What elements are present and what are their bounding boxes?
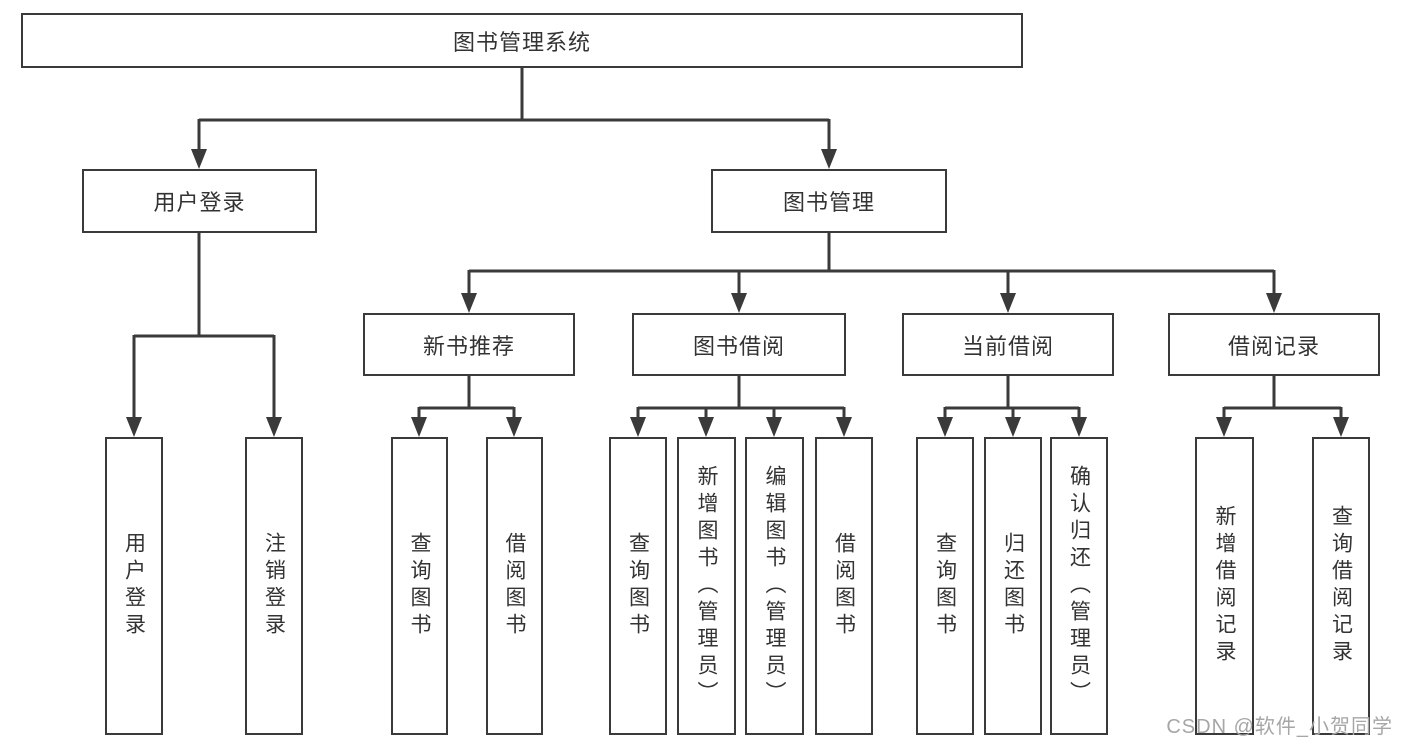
leaf-borrow-books-recommend: 借阅图书	[486, 437, 543, 735]
node-book-management-label: 图书管理	[782, 190, 875, 215]
leaf-edit-book-admin: 编辑图书（管理员）	[745, 437, 804, 735]
leaf-logout-label: 注销登录	[262, 532, 286, 640]
node-borrowing-records: 借阅记录	[1168, 313, 1380, 376]
node-library-system-label: 图书管理系统	[452, 29, 591, 55]
node-new-book-recommendation: 新书推荐	[363, 313, 575, 376]
arrowheads	[126, 149, 1349, 437]
node-library-system: 图书管理系统	[21, 13, 1023, 68]
leaf-query-borrow-record-label: 查询借阅记录	[1329, 505, 1353, 667]
leaf-query-books-current-label: 查询图书	[933, 532, 957, 640]
leaf-query-books-borrowing: 查询图书	[609, 437, 667, 735]
leaf-return-books: 归还图书	[984, 437, 1042, 735]
leaf-edit-book-admin-label: 编辑图书（管理员）	[763, 464, 786, 708]
leaf-return-books-label: 归还图书	[1001, 532, 1025, 640]
leaf-query-books-recommend: 查询图书	[391, 437, 448, 735]
leaf-add-book-admin-label: 新增图书（管理员）	[695, 464, 718, 708]
leaf-user-login: 用户登录	[105, 437, 163, 735]
node-book-management: 图书管理	[711, 169, 947, 233]
leaf-query-books-borrowing-label: 查询图书	[626, 532, 650, 640]
leaf-logout: 注销登录	[245, 437, 303, 735]
leaf-borrow-books-recommend-label: 借阅图书	[503, 532, 526, 640]
leaf-borrow-books-borrowing: 借阅图书	[815, 437, 873, 735]
leaf-add-borrow-record-label: 新增借阅记录	[1213, 505, 1236, 667]
leaf-borrow-books-borrowing-label: 借阅图书	[832, 532, 856, 640]
leaf-add-borrow-record: 新增借阅记录	[1195, 437, 1254, 735]
node-book-borrowing-label: 图书借阅	[692, 333, 785, 359]
leaf-confirm-return-admin: 确认归还（管理员）	[1050, 437, 1108, 735]
watermark: CSDN @软件_小贺同学	[1166, 716, 1393, 738]
node-book-borrowing: 图书借阅	[632, 313, 846, 376]
leaf-confirm-return-admin-label: 确认归还（管理员）	[1067, 464, 1091, 708]
leaf-query-books-current: 查询图书	[916, 437, 974, 735]
leaf-add-book-admin: 新增图书（管理员）	[677, 437, 736, 735]
leaf-query-books-recommend-label: 查询图书	[408, 532, 431, 640]
node-borrowing-records-label: 借阅记录	[1227, 333, 1320, 359]
node-current-borrowing: 当前借阅	[902, 313, 1114, 376]
node-current-borrowing-label: 当前借阅	[961, 333, 1054, 359]
leaf-query-borrow-record: 查询借阅记录	[1312, 437, 1370, 735]
leaf-user-login-label: 用户登录	[122, 532, 146, 640]
node-user-login: 用户登录	[82, 169, 317, 233]
node-new-book-recommendation-label: 新书推荐	[422, 333, 515, 359]
node-user-login-label: 用户登录	[153, 190, 246, 215]
